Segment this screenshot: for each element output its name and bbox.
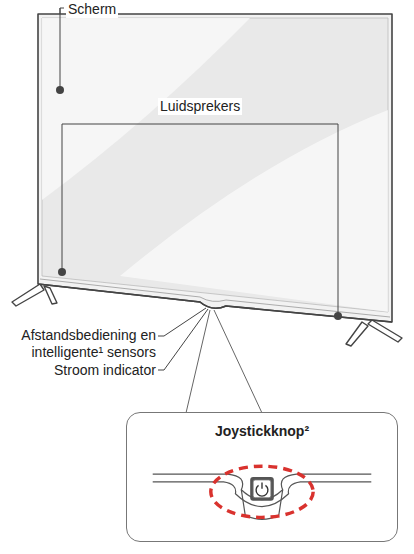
sensor-label: Afstandsbediening en intelligente¹ senso…: [4, 327, 158, 361]
screen-label: Scherm: [66, 1, 118, 18]
speaker-label: Luidsprekers: [158, 98, 242, 115]
callout-box: Joystickknop²: [126, 412, 398, 542]
indicator-label: Stroom indicator: [52, 362, 158, 379]
button-title: Joystickknop²: [127, 423, 397, 439]
